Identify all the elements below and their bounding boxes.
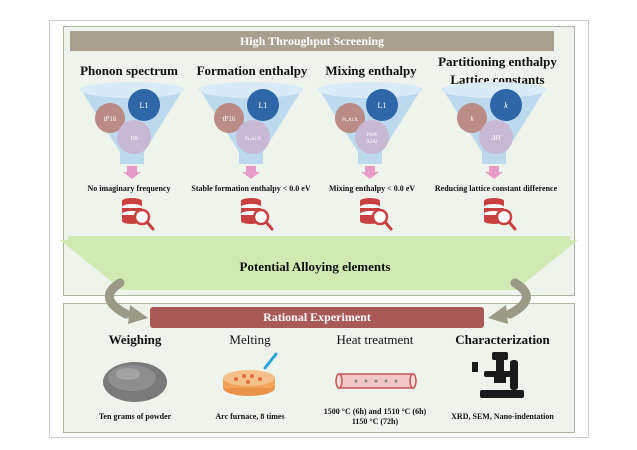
screening-banner: High Throughput Screening	[70, 31, 554, 51]
criterion-phonon: No imaginary frequency	[87, 184, 171, 193]
column-title-phonon: Phonon spectrum	[80, 63, 178, 78]
step-title-characterization: Characterization	[455, 332, 550, 347]
step-caption-heat-treatment: 1500 °C (6h) and 1510 °C (6h) 1150 °C (7…	[323, 407, 427, 426]
step-caption-characterization: XRD, SEM, Nano-indentation	[451, 412, 554, 421]
step-caption-melting: Arc furnace, 8 times	[215, 412, 285, 421]
step-title-melting: Melting	[229, 332, 271, 347]
figure-frame	[49, 20, 589, 438]
criterion-mixing: Mixing enthalpy < 0.0 eV	[328, 184, 416, 193]
step-title-heat-treatment: Heat treatment	[336, 332, 414, 347]
column-title-mixing: Mixing enthalpy	[325, 63, 417, 78]
column-title-partitioning: Partitioning enthalpy Lattice constants	[438, 54, 557, 87]
criterion-formation: Stable formation enthalpy < 0.0 eV	[191, 184, 311, 193]
step-title-weighing: Weighing	[108, 332, 162, 347]
experiment-banner: Rational Experiment	[150, 307, 484, 328]
step-caption-weighing: Ten grams of powder	[98, 412, 172, 421]
column-title-formation: Formation enthalpy	[196, 63, 308, 78]
result-label: Potential Alloying elements	[239, 259, 391, 274]
criterion-partitioning: Reducing lattice constant difference	[434, 184, 558, 193]
